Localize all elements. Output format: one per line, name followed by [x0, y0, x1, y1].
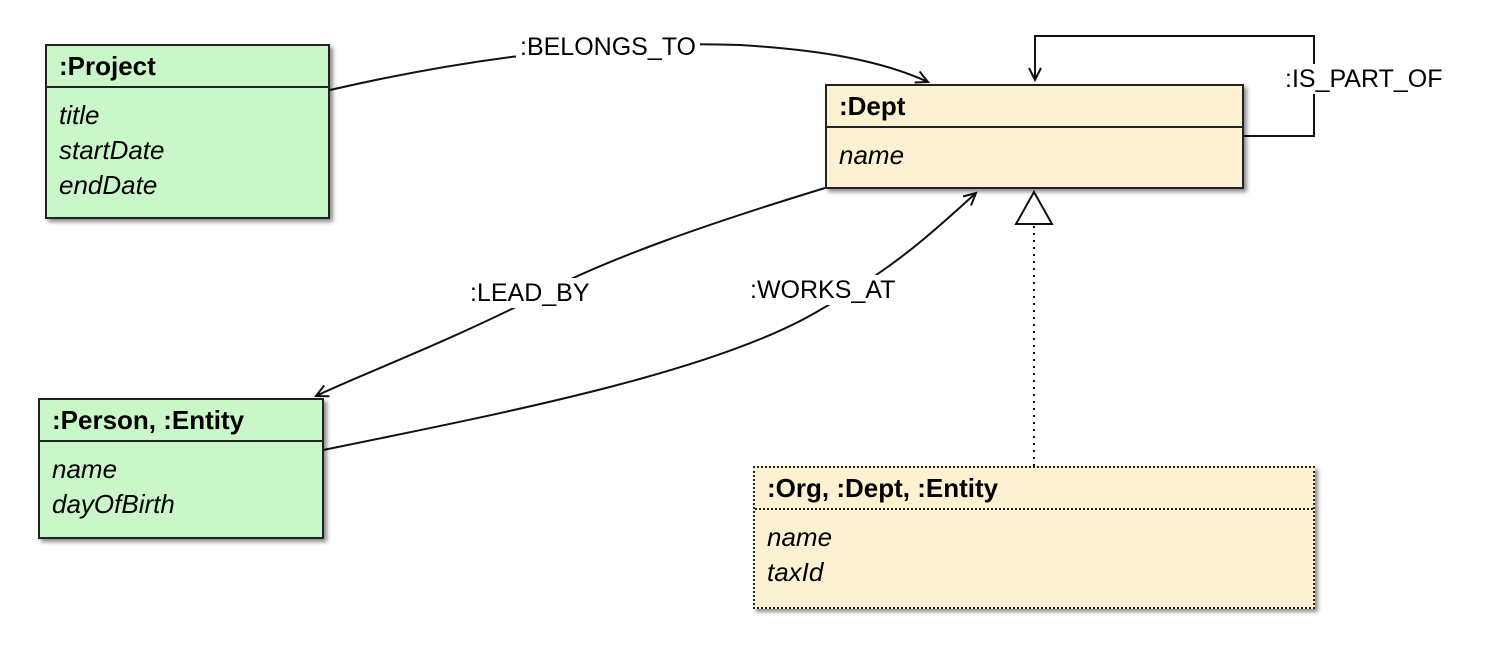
node-attribute: dayOfBirth [52, 489, 175, 519]
edge-is-part-of [1035, 35, 1315, 137]
node-title: :Project [47, 46, 328, 88]
node-person[interactable]: :Person, :Entity name dayOfBirth [38, 398, 324, 539]
node-attributes: name dayOfBirth [40, 442, 322, 522]
node-attribute: taxId [767, 557, 824, 587]
node-attribute: endDate [59, 170, 158, 200]
node-attribute: name [839, 140, 905, 170]
edge-label-belongs-to: :BELONGS_TO [516, 32, 700, 62]
node-attribute: name [767, 522, 833, 552]
node-dept[interactable]: :Dept name [825, 84, 1244, 189]
edge-label-lead-by: :LEAD_BY [466, 278, 594, 308]
node-project[interactable]: :Project title startDate endDate [45, 44, 330, 219]
edge-works-at [322, 193, 976, 451]
node-attributes: name [827, 128, 1242, 173]
node-title: :Person, :Entity [40, 400, 322, 442]
edge-label-works-at: :WORKS_AT [746, 275, 900, 305]
node-attribute: startDate [59, 135, 165, 165]
edge-label-is-part-of: :IS_PART_OF [1281, 64, 1447, 94]
node-attributes: title startDate endDate [47, 88, 328, 203]
node-title: :Dept [827, 86, 1242, 128]
node-org[interactable]: :Org, :Dept, :Entity name taxId [753, 466, 1315, 609]
node-attribute: name [52, 454, 118, 484]
node-attribute: title [59, 100, 100, 130]
node-title: :Org, :Dept, :Entity [755, 468, 1313, 510]
generalization-triangle-icon [1014, 189, 1054, 225]
node-attributes: name taxId [755, 510, 1313, 590]
